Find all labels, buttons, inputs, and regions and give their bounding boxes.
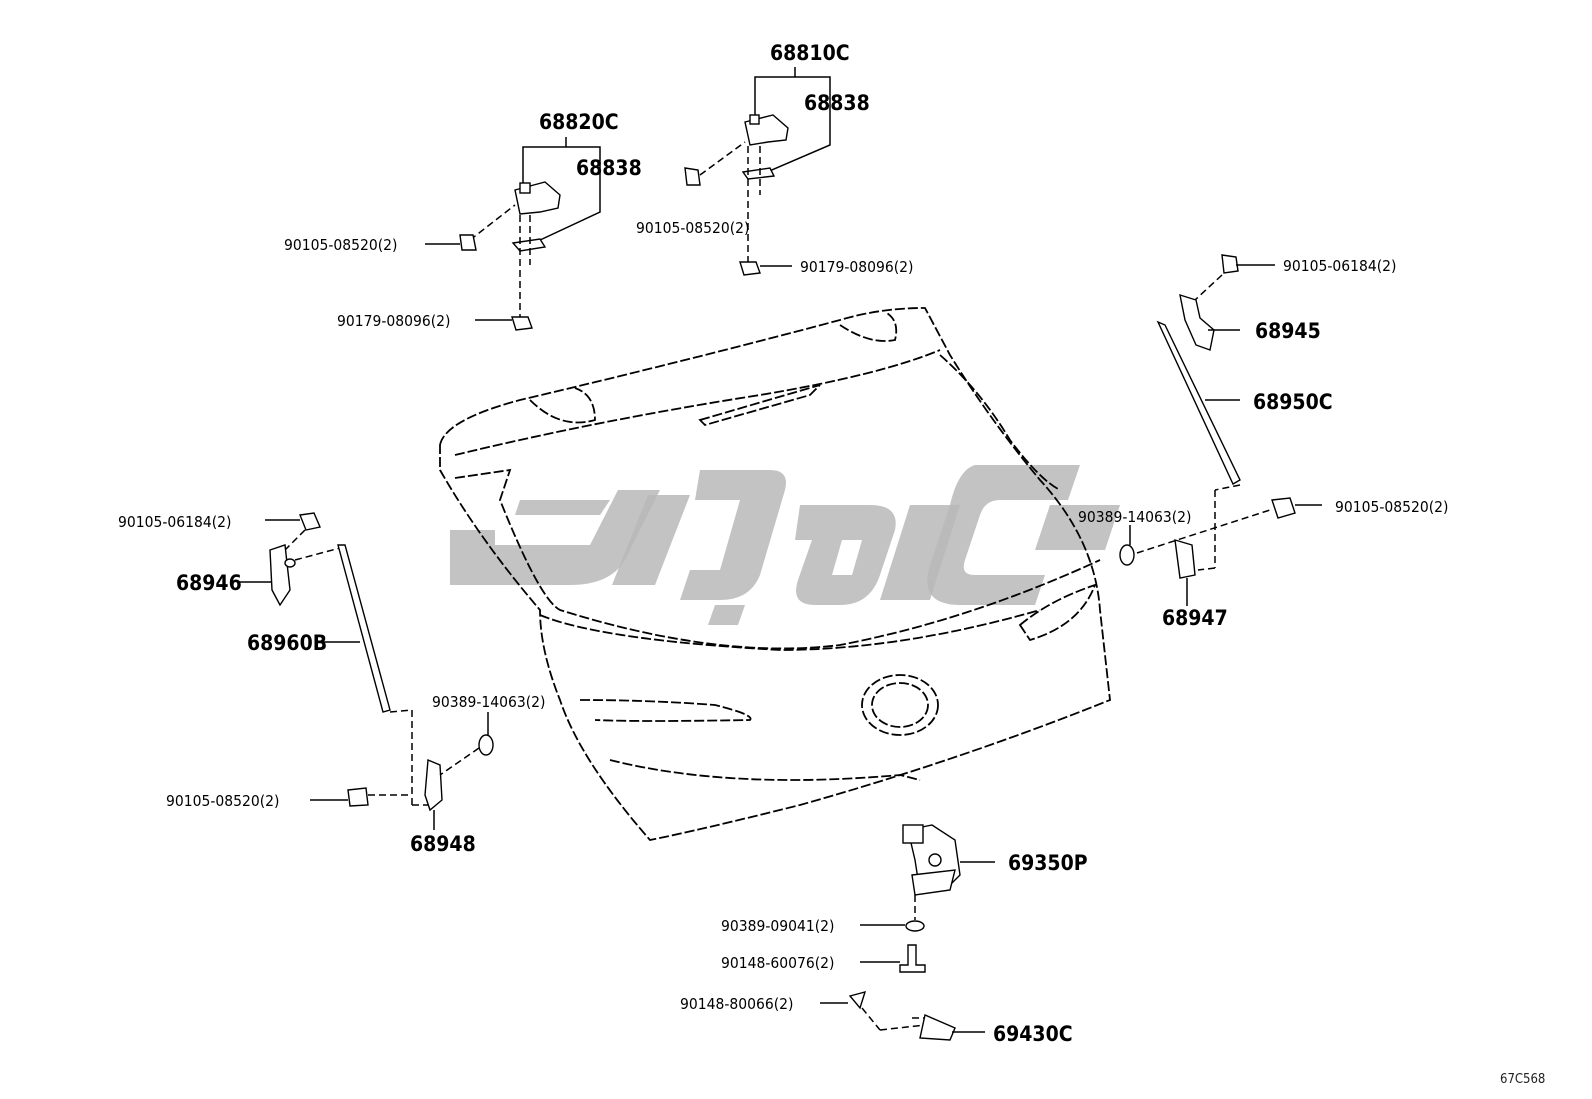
label-bolt-upper-lh: 90105-06184(2)	[118, 513, 232, 531]
label-68950C: 68950C	[1253, 390, 1333, 414]
label-68960B: 68960B	[247, 631, 327, 655]
label-bolt-hinge-rh: 90105-08520(2)	[636, 219, 750, 237]
label-lock-washer: 90389-09041(2)	[721, 917, 835, 935]
label-68945: 68945	[1255, 319, 1321, 343]
label-69430C: 69430C	[993, 1022, 1073, 1046]
label-bolt-upper-rh: 90105-06184(2)	[1283, 257, 1397, 275]
watermark-logo	[450, 465, 1120, 625]
label-lock-bolt: 90148-60076(2)	[721, 954, 835, 972]
part-labels: 68810C 68838 68820C 68838 90105-08520(2)…	[118, 41, 1545, 1087]
hinge-lh	[425, 137, 601, 331]
lock-assembly	[820, 824, 995, 1041]
label-68838-rh: 68838	[804, 91, 870, 115]
stay-lh	[237, 512, 494, 830]
label-bolt-lower-rh: 90105-08520(2)	[1335, 498, 1449, 516]
label-striker-bolt: 90148-80066(2)	[680, 995, 794, 1013]
label-washer-lower-lh: 90389-14063(2)	[432, 693, 546, 711]
diagram-reference-code: 67C568	[1500, 1072, 1545, 1087]
label-nut-hinge-rh: 90179-08096(2)	[800, 258, 914, 276]
label-68838-lh: 68838	[576, 156, 642, 180]
label-68946: 68946	[176, 571, 242, 595]
stay-rh	[1119, 254, 1322, 606]
label-68810C: 68810C	[770, 41, 850, 65]
label-bolt-hinge-lh: 90105-08520(2)	[284, 236, 398, 254]
label-bolt-lower-lh: 90105-08520(2)	[166, 792, 280, 810]
label-68947: 68947	[1162, 606, 1228, 630]
label-69350P: 69350P	[1008, 851, 1088, 875]
hinge-rh	[684, 67, 831, 276]
label-nut-hinge-lh: 90179-08096(2)	[337, 312, 451, 330]
label-68948: 68948	[410, 832, 476, 856]
label-68820C: 68820C	[539, 110, 619, 134]
label-washer-lower-rh: 90389-14063(2)	[1078, 508, 1192, 526]
back-door-panel	[439, 307, 1111, 841]
